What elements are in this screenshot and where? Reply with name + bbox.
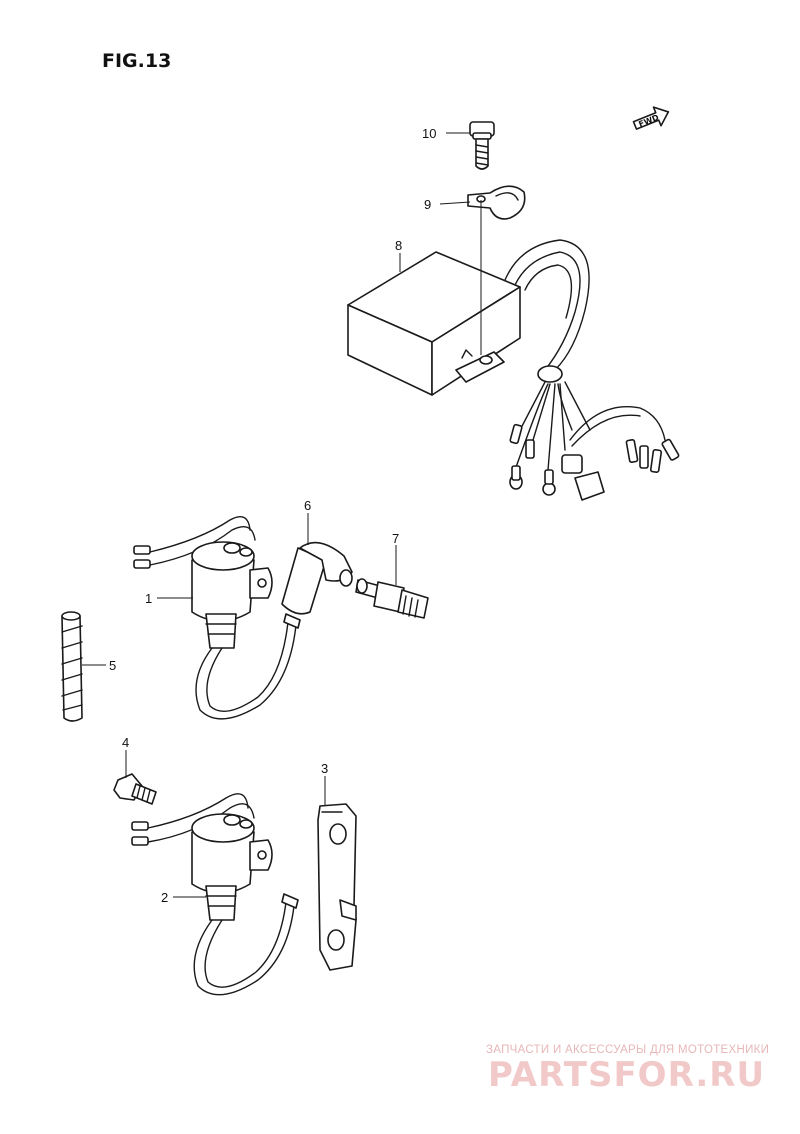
callout-1: 1 — [145, 591, 152, 606]
callout-3: 3 — [321, 761, 328, 776]
cdi-unit-part-8 — [347, 239, 680, 501]
callout-labels: 10 9 8 6 7 1 5 4 3 2 — [109, 126, 436, 905]
fwd-arrow-icon: FWD — [632, 106, 670, 130]
bolt-part-10 — [469, 121, 495, 170]
fwd-label: FWD — [637, 113, 660, 129]
ignition-coil-part-2 — [131, 793, 299, 996]
watermark-brand: PARTSFOR.RU — [488, 1055, 765, 1095]
plug-cap-part-6 — [281, 541, 353, 615]
callout-2: 2 — [161, 890, 168, 905]
callout-10: 10 — [422, 126, 436, 141]
spark-plug-part-7 — [355, 578, 429, 619]
callout-5: 5 — [109, 658, 116, 673]
leader-lines — [82, 132, 482, 898]
callout-7: 7 — [392, 531, 399, 546]
callout-4: 4 — [122, 735, 129, 750]
callout-9: 9 — [424, 197, 431, 212]
callout-6: 6 — [304, 498, 311, 513]
bracket-part-3 — [317, 803, 357, 971]
bolt-part-4 — [113, 773, 157, 805]
watermark: ЗАПЧАСТИ И АКСЕССУАРЫ ДЛЯ МОТОТЕХНИКИ PA… — [486, 1044, 769, 1095]
ignition-coil-part-1 — [133, 516, 301, 720]
figure-title: FIG.13 — [102, 50, 171, 72]
clamp-part-9 — [467, 185, 526, 220]
callout-8: 8 — [395, 238, 402, 253]
tube-part-5 — [61, 611, 83, 722]
watermark-tagline: ЗАПЧАСТИ И АКСЕССУАРЫ ДЛЯ МОТОТЕХНИКИ — [486, 1044, 769, 1056]
